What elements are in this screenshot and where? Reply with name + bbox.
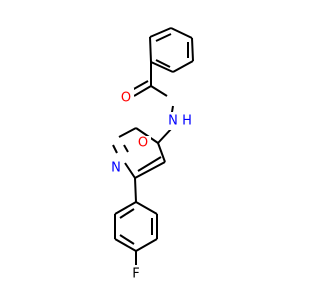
fluorophenyl-ring bbox=[114, 201, 158, 252]
carbonyl-double-bond bbox=[131, 80, 149, 91]
bond bbox=[124, 162, 136, 179]
label-background bbox=[135, 136, 151, 152]
amide-hydrogen-label: H bbox=[182, 114, 192, 129]
double-bond-inner bbox=[155, 59, 171, 68]
bond bbox=[135, 127, 159, 144]
benzoyl-ring bbox=[149, 27, 194, 73]
bond bbox=[150, 61, 174, 73]
double-bond-inner bbox=[119, 208, 135, 219]
bond bbox=[114, 238, 137, 252]
bond bbox=[118, 127, 137, 138]
bond bbox=[191, 37, 194, 62]
amide-bond bbox=[150, 85, 168, 97]
bond bbox=[135, 201, 158, 215]
ring-oxygen-label: O bbox=[138, 136, 148, 151]
carbonyl-bond bbox=[133, 85, 152, 97]
ring-nitrogen-label: N bbox=[111, 161, 121, 176]
label-background bbox=[128, 265, 144, 283]
bond bbox=[135, 238, 158, 252]
bond bbox=[170, 27, 193, 39]
double-bond-inner bbox=[123, 144, 129, 153]
double-bond-inner bbox=[155, 33, 172, 42]
label-background bbox=[108, 159, 124, 177]
ring-linker-bond bbox=[134, 177, 137, 203]
molecule-canvas: O N H O N F bbox=[108, 27, 194, 283]
double-bond-inner bbox=[137, 156, 162, 172]
bond bbox=[157, 127, 173, 144]
fluorine-label: F bbox=[132, 267, 139, 282]
carbonyl-oxygen-label: O bbox=[121, 91, 131, 106]
structure-diagram: O N H O N F bbox=[108, 27, 194, 283]
bond bbox=[149, 36, 152, 63]
bond bbox=[114, 201, 137, 215]
isoxazole-ring bbox=[112, 127, 173, 179]
bond bbox=[172, 60, 194, 73]
bond bbox=[157, 142, 166, 163]
atom-labels: O N H O N F bbox=[108, 88, 192, 283]
bond bbox=[134, 161, 166, 179]
amide-nitrogen-label: N bbox=[168, 114, 178, 129]
bond bbox=[112, 144, 118, 154]
label-background bbox=[118, 88, 134, 106]
bond bbox=[149, 27, 172, 38]
label-background bbox=[164, 112, 184, 130]
double-bond-inner bbox=[119, 234, 135, 245]
